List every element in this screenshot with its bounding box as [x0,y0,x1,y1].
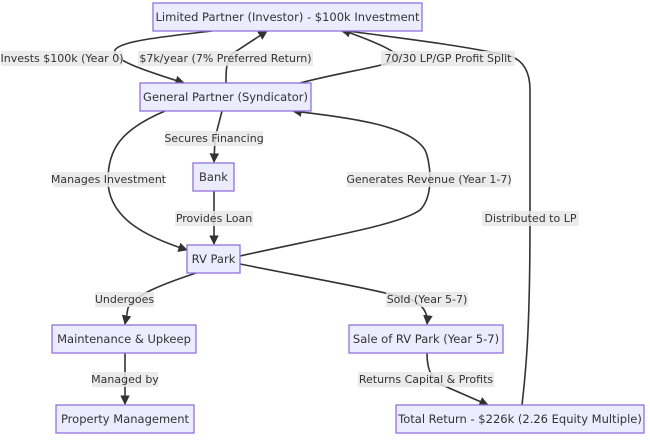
node-rv-park[interactable]: RV Park [186,244,241,274]
svg-text:Managed by: Managed by [91,373,159,386]
svg-text:70/30 LP/GP Profit Split: 70/30 LP/GP Profit Split [385,52,513,65]
svg-text:Total Return - $226k (2.26 Equ: Total Return - $226k (2.26 Equity Multip… [397,412,642,426]
svg-text:Sale of RV Park (Year 5-7): Sale of RV Park (Year 5-7) [353,332,499,346]
node-maintenance-upkeep[interactable]: Maintenance & Upkeep [51,324,197,354]
svg-text:General Partner (Syndicator): General Partner (Syndicator) [143,90,308,104]
node-limited-partner[interactable]: Limited Partner (Investor) - $100k Inves… [152,2,423,32]
edge-total-to-lp [339,26,531,406]
node-bank[interactable]: Bank [192,162,235,192]
edge-label-provides-loan: Provides Loan [175,211,253,226]
svg-text:Property Management: Property Management [61,412,190,426]
svg-text:Sold (Year 5-7): Sold (Year 5-7) [387,293,468,306]
edge-label-profit-split: 70/30 LP/GP Profit Split [381,51,515,66]
svg-text:Invests $100k (Year 0): Invests $100k (Year 0) [1,52,124,65]
svg-text:Generates Revenue (Year 1-7): Generates Revenue (Year 1-7) [346,173,511,186]
edge-label-sold: Sold (Year 5-7) [386,292,468,307]
node-general-partner[interactable]: General Partner (Syndicator) [139,82,312,112]
edge-label-distributed: Distributed to LP [482,211,579,226]
edge-label-returns-capital: Returns Capital & Profits [358,372,494,387]
node-property-management[interactable]: Property Management [55,404,195,434]
edge-label-undergoes: Undergoes [95,292,155,307]
svg-text:Returns Capital & Profits: Returns Capital & Profits [359,373,494,386]
svg-text:Maintenance & Upkeep: Maintenance & Upkeep [57,332,191,346]
edge-label-generates-revenue: Generates Revenue (Year 1-7) [346,172,512,187]
edge-label-managed-by: Managed by [91,372,159,387]
edge-label-preferred-return: $7k/year (7% Preferred Return) [138,51,313,66]
edge-label-manages-investment: Manages Investment [51,172,167,187]
edge-lp-to-gp [113,30,213,85]
svg-text:Bank: Bank [199,170,228,184]
svg-text:$7k/year (7% Preferred Return): $7k/year (7% Preferred Return) [139,52,311,65]
svg-text:Provides Loan: Provides Loan [176,212,252,225]
svg-text:Limited Partner (Investor) - $: Limited Partner (Investor) - $100k Inves… [156,10,420,24]
svg-text:Manages Investment: Manages Investment [51,173,167,186]
edge-label-invests: Invests $100k (Year 0) [1,51,124,66]
svg-text:RV Park: RV Park [192,252,236,266]
svg-text:Secures Financing: Secures Financing [164,132,263,145]
node-sale-of-rv-park[interactable]: Sale of RV Park (Year 5-7) [348,324,504,354]
svg-text:Distributed to LP: Distributed to LP [485,212,577,225]
edge-label-secures-financing: Secures Financing [164,131,264,146]
svg-text:Undergoes: Undergoes [95,293,155,306]
node-total-return[interactable]: Total Return - $226k (2.26 Equity Multip… [395,404,645,434]
